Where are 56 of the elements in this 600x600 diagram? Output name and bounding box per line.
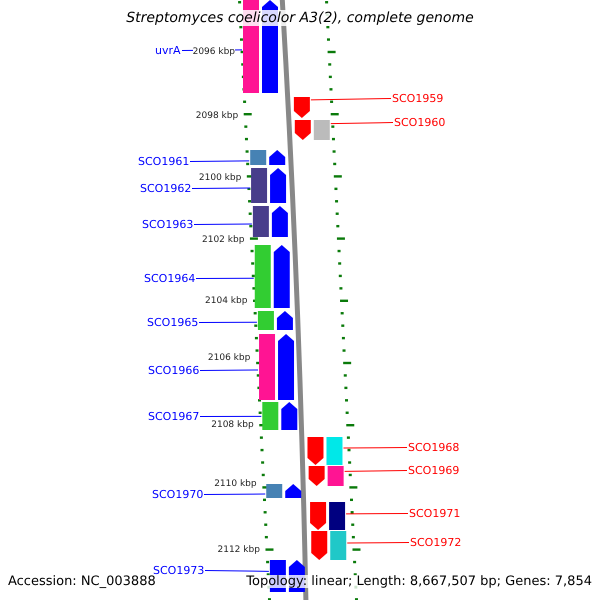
gene-drawing [311, 531, 346, 560]
leader-line [346, 542, 410, 544]
leader-line [310, 98, 392, 100]
gene-label: SCO1961 [138, 156, 190, 166]
position-label: 2108 kbp [211, 420, 254, 430]
leader-line [204, 570, 270, 572]
leader-line [204, 493, 266, 495]
gene-drawing [294, 97, 310, 118]
gene-drawing [250, 150, 286, 165]
leader-line [192, 188, 251, 189]
gene-drawing [307, 437, 342, 465]
footer-text: Accession: NC_003888 [8, 575, 156, 588]
gene-label: SCO1970 [152, 488, 204, 500]
gene-label: SCO1966 [148, 364, 200, 376]
leader-line [200, 369, 259, 371]
leader-line [342, 447, 408, 449]
position-label: 2110 kbp [214, 480, 257, 488]
gene-label: SCO1965 [147, 316, 198, 328]
gene-label: SCO1971 [409, 508, 460, 518]
leader-line [198, 322, 258, 323]
gene-label: SCO1972 [410, 536, 462, 548]
position-label: 2096 kbp [192, 48, 235, 56]
position-label: 2104 kbp [205, 296, 248, 306]
gene-label: SCO1959 [392, 92, 444, 104]
position-label: 2098 kbp [196, 112, 238, 120]
footer-text: Topology: linear; Length: 8,667,507 bp; Genes: 7,854 [246, 575, 592, 588]
gene-drawing [251, 168, 286, 203]
gene-label: SCO1963 [142, 218, 194, 230]
position-label: 2106 kbp [208, 354, 250, 362]
gene-label: SCO1973 [153, 564, 204, 576]
gene-label: uvrA [155, 44, 181, 56]
gene-label: SCO1964 [144, 272, 196, 284]
gene-drawing [308, 466, 344, 486]
gene-drawing [252, 206, 288, 237]
gene-drawing [262, 402, 298, 430]
gene-label: SCO1960 [394, 116, 446, 128]
leader-line [344, 470, 408, 472]
gene-drawing [258, 311, 293, 330]
gene-label: SCO1962 [140, 182, 192, 194]
gene-label: SCO1967 [148, 410, 200, 422]
position-label: 2112 kbp [218, 546, 260, 554]
position-label: 2102 kbp [202, 236, 244, 244]
gene-label: SCO1968 [408, 442, 460, 452]
gene-drawing [310, 502, 346, 530]
leader-line [330, 122, 394, 124]
leader-line [200, 416, 262, 417]
position-label: 2100 kbp [198, 174, 242, 182]
gene-drawing [294, 120, 330, 140]
gene-drawing [254, 245, 290, 308]
gene-label: SCO1969 [408, 464, 460, 476]
leader-line [346, 513, 408, 514]
gene-drawing [259, 334, 294, 400]
gene-drawing [266, 484, 302, 498]
leader-line [194, 224, 252, 225]
leader-line [190, 160, 250, 162]
leader-line [196, 278, 254, 279]
